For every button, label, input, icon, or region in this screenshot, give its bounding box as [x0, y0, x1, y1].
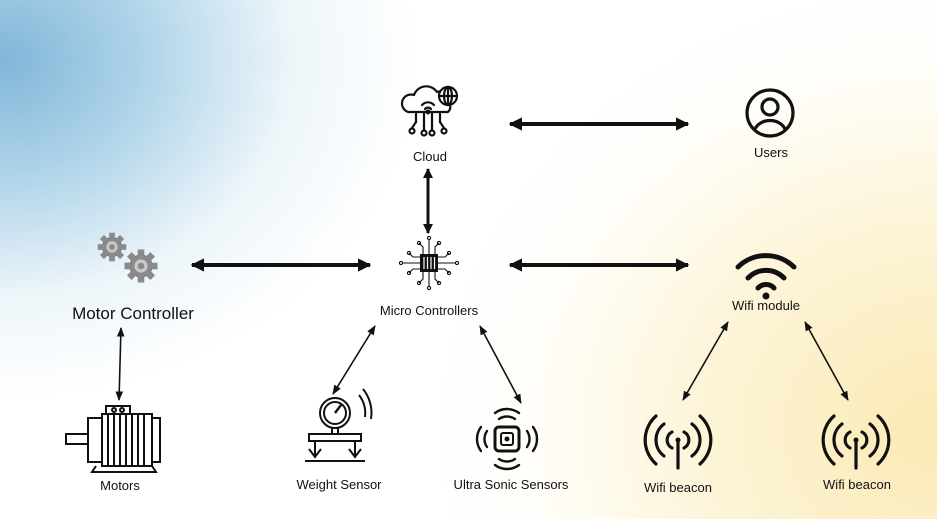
users-label: Users	[754, 145, 788, 160]
gears-icon	[97, 232, 159, 284]
ultrasonic-sensors-label: Ultra Sonic Sensors	[453, 477, 569, 492]
microchip-icon	[398, 235, 460, 291]
weight-gauge-icon	[305, 388, 373, 462]
link-wifi-beacon2	[804, 321, 849, 401]
link-motorctrl-motors	[115, 327, 125, 401]
weight-sensor-label: Weight Sensor	[296, 477, 382, 492]
ultrasonic-sensor-icon	[475, 407, 539, 471]
cloud-label: Cloud	[413, 149, 447, 164]
micro-controllers-label: Micro Controllers	[379, 303, 479, 318]
motor-controller-label: Motor Controller	[72, 304, 194, 323]
link-micro-ultrasonic	[479, 325, 522, 404]
electric-motor-icon	[65, 405, 161, 473]
wifi-beacon-label: Wifi beacon	[823, 477, 891, 492]
link-wifi-beacon1	[682, 321, 729, 401]
beacon-icon	[821, 414, 891, 470]
link-micro-weight	[332, 325, 376, 395]
wifi-module-label: Wifi module	[732, 298, 800, 313]
wifi-beacon-label: Wifi beacon	[644, 480, 712, 495]
wifi-icon	[735, 253, 797, 300]
beacon-icon	[643, 414, 713, 470]
user-icon	[745, 88, 795, 138]
motors-label: Motors	[100, 478, 140, 493]
connections	[115, 117, 849, 404]
cloud-network-icon	[400, 85, 459, 137]
